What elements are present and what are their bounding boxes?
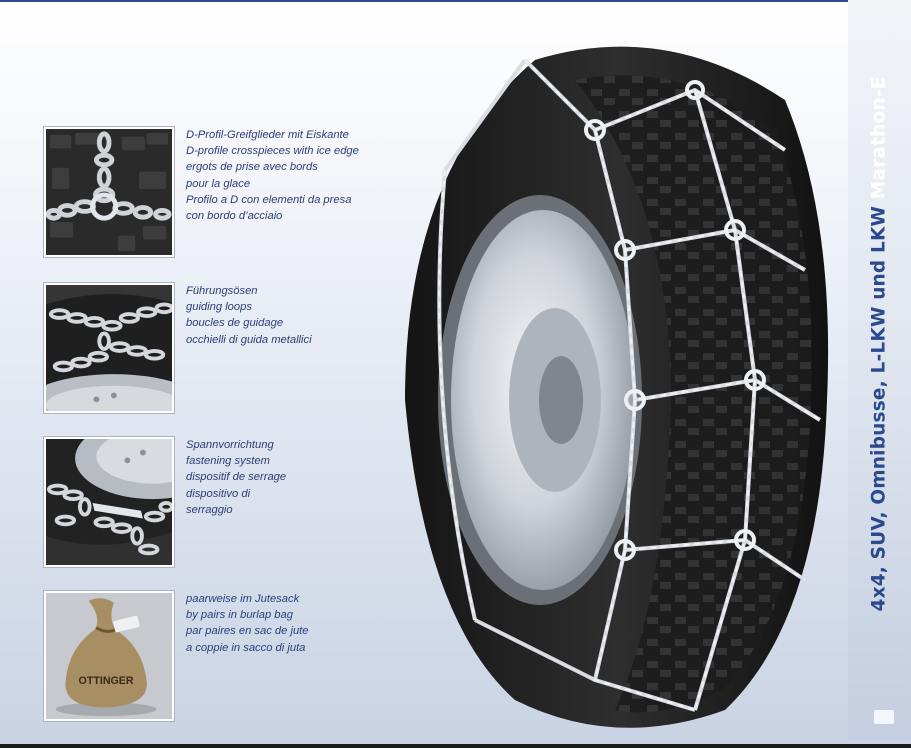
caption-line: D-Profil-Greifglieder mit Eiskante xyxy=(186,129,349,141)
sack-label: OTTINGER xyxy=(79,675,134,687)
caption-line: Führungsösen xyxy=(186,285,258,297)
bottom-rule xyxy=(0,744,911,748)
caption-line: Profilo a D con elementi da presa xyxy=(186,193,352,206)
caption-line: ergots de prise avec bords xyxy=(186,161,318,174)
caption-line: D-profile crosspieces with ice edge xyxy=(186,145,359,158)
caption-line: paarweise im Jutesack xyxy=(186,593,300,605)
caption-line: dispositivo di xyxy=(186,487,251,500)
side-title-accent: Marathon-E xyxy=(868,76,890,200)
caption-line: guiding loops xyxy=(186,301,252,314)
caption-line: by pairs in burlap bag xyxy=(186,609,293,622)
jute-sack-photo: OTTINGER xyxy=(44,591,174,721)
caption-line: dispositif de serrage xyxy=(186,471,287,484)
caption-line: pour la glace xyxy=(186,177,251,190)
caption-line: a coppie in sacco di juta xyxy=(186,641,306,654)
caption-line: con bordo d’acciaio xyxy=(186,210,283,223)
fastening-system-photo xyxy=(44,437,174,567)
caption-line: occhielli di guida metallici xyxy=(186,333,312,346)
top-rule xyxy=(0,0,911,2)
jute-sack-caption: paarweise im Jutesack by pairs in burlap… xyxy=(186,591,386,656)
caption-line: serraggio xyxy=(186,503,233,516)
crosspiece-photo xyxy=(44,127,174,257)
tire-with-snow-chain-photo xyxy=(365,20,845,738)
corner-mark xyxy=(874,710,894,724)
caption-line: par paires en sac de jute xyxy=(186,625,309,638)
side-title-main: 4x4, SUV, Omnibusse, L-LKW und LKW xyxy=(868,199,890,612)
caption-line: fastening system xyxy=(186,455,270,468)
side-band xyxy=(848,0,911,740)
guiding-loops-caption: Führungsösen guiding loops boucles de gu… xyxy=(186,283,386,348)
fastening-system-caption: Spannvorrichtung fastening system dispos… xyxy=(186,437,386,518)
crosspieces-caption: D-Profil-Greifglieder mit Eiskante D-pro… xyxy=(186,127,386,224)
caption-line: Spannvorrichtung xyxy=(186,439,274,451)
caption-line: boucles de guidage xyxy=(186,317,284,330)
side-title: 4x4, SUV, Omnibusse, L-LKW und LKW Marat… xyxy=(869,76,890,611)
guiding-loops-photo xyxy=(44,283,174,413)
